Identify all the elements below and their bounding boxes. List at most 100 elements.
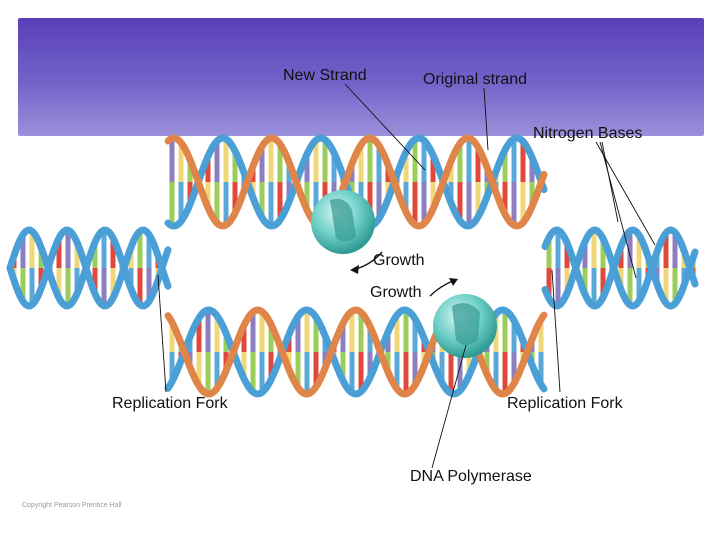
nitrogen-base xyxy=(502,352,508,394)
leader-lines xyxy=(157,83,656,469)
nitrogen-base xyxy=(277,182,283,221)
nitrogen-base xyxy=(65,268,71,306)
nitrogen-base xyxy=(627,268,633,306)
nitrogen-base xyxy=(412,352,418,386)
nitrogen-base xyxy=(421,140,427,182)
nitrogen-base xyxy=(250,352,256,393)
nitrogen-base xyxy=(367,138,373,182)
nitrogen-base xyxy=(529,182,535,207)
nitrogen-base xyxy=(358,312,364,352)
label-nitrogen-bases: Nitrogen Bases xyxy=(533,125,643,142)
nitrogen-base xyxy=(169,352,175,382)
nitrogen-base xyxy=(92,242,98,268)
nitrogen-base xyxy=(196,317,202,352)
nitrogen-base xyxy=(241,352,247,379)
nitrogen-base xyxy=(340,352,346,381)
nitrogen-base xyxy=(475,182,481,217)
leader-replication-fork-left xyxy=(157,274,167,393)
nitrogen-base xyxy=(259,352,265,393)
nitrogen-base xyxy=(448,352,454,394)
nitrogen-base xyxy=(636,234,642,268)
dna-polymerase-top xyxy=(311,190,375,254)
nitrogen-base xyxy=(232,150,238,182)
leader-replication-fork-right xyxy=(551,269,561,393)
nitrogen-base xyxy=(529,157,535,182)
nitrogen-base xyxy=(502,149,508,182)
nitrogen-base xyxy=(403,352,409,394)
nitrogen-base xyxy=(29,231,35,268)
nitrogen-base xyxy=(412,182,418,225)
nitrogen-base xyxy=(178,142,184,182)
nitrogen-base xyxy=(403,182,409,213)
helix-left-strand-b xyxy=(6,226,172,310)
leader-new-strand xyxy=(344,83,426,171)
nitrogen-base xyxy=(304,182,310,210)
label-replication-fork-right: Replication Fork xyxy=(507,395,623,412)
nitrogen-base xyxy=(403,310,409,352)
nitrogen-base xyxy=(268,182,274,226)
nitrogen-base xyxy=(250,311,256,352)
nitrogen-base xyxy=(223,138,229,182)
nitrogen-base xyxy=(421,182,427,224)
nitrogen-base xyxy=(74,242,80,268)
leader-nitrogen-bases-2 xyxy=(599,141,637,279)
nitrogen-bases xyxy=(11,138,696,394)
nitrogen-base xyxy=(313,140,319,182)
nitrogen-base xyxy=(29,268,35,305)
leader-original-strand xyxy=(483,87,489,151)
nitrogen-base xyxy=(214,182,220,224)
label-original-strand: Original strand xyxy=(423,71,528,88)
nitrogen-base xyxy=(412,318,418,352)
nitrogen-base xyxy=(448,182,454,203)
nitrogen-base xyxy=(600,268,606,298)
nitrogen-base xyxy=(304,352,310,394)
nitrogen-base xyxy=(56,238,62,268)
nitrogen-base xyxy=(591,230,597,268)
nitrogen-base xyxy=(322,139,328,182)
nitrogen-base xyxy=(358,352,364,392)
nitrogen-base xyxy=(137,231,143,268)
nitrogen-base xyxy=(502,182,508,215)
nitrogen-base xyxy=(340,323,346,352)
nitrogen-base xyxy=(241,325,247,352)
label-growth-bottom: Growth xyxy=(370,284,422,301)
nitrogen-base xyxy=(56,268,62,298)
nitrogen-base xyxy=(376,182,382,219)
nitrogen-base xyxy=(627,230,633,268)
nitrogen-base xyxy=(546,268,552,299)
label-new-strand: New Strand xyxy=(283,67,367,84)
nitrogen-base xyxy=(439,352,445,383)
nitrogen-base xyxy=(205,156,211,182)
nitrogen-base xyxy=(511,320,517,352)
nitrogen-base xyxy=(214,352,220,389)
nitrogen-base xyxy=(178,182,184,222)
nitrogen-base xyxy=(672,268,678,304)
helix-top-branch-strand-b xyxy=(164,134,548,230)
helix-right-strand-b xyxy=(541,226,699,310)
nitrogen-base xyxy=(430,182,436,209)
nitrogen-base xyxy=(367,182,373,226)
nitrogen-base xyxy=(546,237,552,268)
nitrogen-base xyxy=(511,352,517,384)
nitrogen-base xyxy=(137,268,143,305)
dna-polymerase-enzymes xyxy=(311,190,497,358)
nitrogen-base xyxy=(313,352,319,387)
nitrogen-base xyxy=(591,268,597,306)
nitrogen-base xyxy=(385,331,391,352)
enzyme-strand-groove xyxy=(452,303,480,345)
nitrogen-base xyxy=(367,352,373,378)
nitrogen-base xyxy=(349,311,355,352)
nitrogen-base xyxy=(20,234,26,268)
nitrogen-base xyxy=(214,140,220,182)
nitrogen-base xyxy=(223,182,229,226)
nitrogen-base xyxy=(214,315,220,352)
nitrogen-base xyxy=(205,352,211,394)
nitrogen-base xyxy=(663,268,669,304)
nitrogen-base xyxy=(349,352,355,393)
nitrogen-base xyxy=(146,234,152,268)
nitrogen-base xyxy=(187,182,193,205)
nitrogen-base xyxy=(146,268,152,302)
nitrogen-base xyxy=(187,159,193,182)
nitrogen-base xyxy=(205,310,211,352)
nitrogen-base xyxy=(457,182,463,221)
